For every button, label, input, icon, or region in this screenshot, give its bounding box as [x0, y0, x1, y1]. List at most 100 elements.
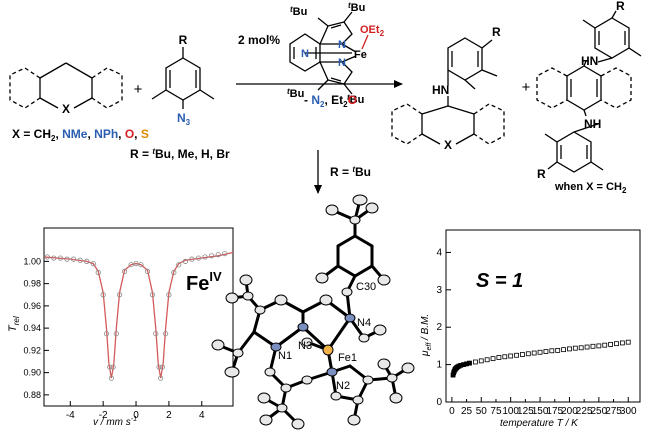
mossbauer-x-tick-label: -4	[66, 410, 75, 421]
mossbauer-data-point	[95, 269, 101, 276]
product2-hn-label: HN	[581, 54, 598, 68]
mossbauer-y-tick-label: 0.96	[23, 301, 41, 311]
mossbauer-data-point	[153, 331, 159, 337]
magnetism-x-minor-tick-label: 275	[605, 406, 622, 417]
catalyst-n-label-3: N	[301, 48, 309, 60]
azide-r-label: R	[179, 33, 188, 47]
mossbauer-data-point	[70, 256, 77, 262]
magnetism-x-minor-tick-label: 175	[546, 406, 563, 417]
magnetism-data-point	[602, 342, 608, 348]
mossbauer-data-point	[117, 292, 123, 298]
azide-n3-label: N3	[177, 111, 191, 127]
substrate-x-item: S	[141, 127, 149, 141]
magnetism-data-point	[478, 358, 484, 364]
mossbauer-data-point	[144, 268, 151, 274]
plus-sign-1: +	[134, 81, 143, 98]
catalyst-tbu-3: tBu	[287, 87, 304, 100]
magnetism-data-point	[555, 347, 561, 353]
mossbauer-data-point	[110, 364, 116, 370]
catalyst-labels: tBu tBu tBu tBu N N N Fe OEt2	[287, 1, 385, 106]
mossbauer-x-tick-label: 4	[199, 410, 205, 421]
magnetism-data-point	[508, 353, 514, 359]
magnetism-data-point	[572, 345, 578, 351]
substrate-x-item: ,	[134, 127, 141, 141]
aryl-azide-structure	[151, 47, 215, 109]
mossbauer-y-tick-label: 0.98	[23, 279, 41, 289]
mossbauer-data-point	[108, 375, 114, 381]
substrate-x-item: ,	[55, 127, 62, 141]
mossbauer-data-point	[44, 254, 50, 260]
mossbauer-y-label: Trel	[7, 316, 21, 332]
magnetism-x-tick-label: 100	[502, 406, 519, 417]
magnetism-y-tick-label: 1	[436, 360, 442, 371]
product1-x-label: X	[444, 138, 452, 152]
magnetism-x-minor-tick-label: 25	[461, 406, 473, 417]
magnetism-data-point	[520, 352, 525, 357]
magnetism-data-point	[467, 360, 472, 366]
mossbauer-y-tick-label: 0.92	[23, 345, 41, 355]
mossbauer-data-point	[121, 268, 128, 274]
mossbauer-data-point	[51, 255, 57, 261]
magnetism-plot-frame	[445, 229, 641, 403]
atom-label-c30: C30	[356, 281, 376, 293]
mossbauer-data-point	[138, 262, 144, 268]
product-amine-structure	[391, 37, 505, 145]
magnetism-x-minor-tick-label: 125	[517, 406, 534, 417]
magnetism-data-point	[525, 351, 531, 357]
magnetism-data-point	[549, 348, 555, 354]
substrate-x-item: ,	[87, 127, 94, 141]
catalyst-loading: 2 mol%	[238, 33, 280, 47]
magnetism-x-tick-label: 0	[449, 406, 455, 417]
magnetism-data-point	[561, 347, 566, 353]
magnetism-data-point	[514, 352, 519, 358]
mossbauer-data-point	[156, 364, 162, 370]
atom-label-n3: N3	[298, 340, 312, 352]
catalyst-tbu-4: tBu	[347, 93, 364, 106]
mossbauer-data-point	[166, 292, 172, 298]
mossbauer-data-point	[149, 292, 156, 298]
mossbauer-data-point	[163, 331, 169, 337]
mossbauer-data-point	[171, 269, 177, 276]
magnetism-data-point	[502, 354, 508, 360]
substrate-x-label: X	[62, 102, 70, 116]
catalyst-tbu-2: tBu	[348, 1, 365, 14]
magnetism-x-tick-label: 250	[591, 406, 608, 417]
magnetism-x-tick-label: 150	[532, 406, 549, 417]
magnetism-data-point	[614, 341, 619, 347]
magnetism-data-point	[578, 345, 584, 351]
iron-catalyst-structure	[289, 11, 369, 95]
magnetism-data-point	[608, 342, 614, 347]
tbu-condition: R = tBu	[330, 165, 371, 179]
magnetism-x-label: temperature T / K	[500, 418, 579, 429]
magnetism-data-point	[543, 349, 549, 354]
product1-hn-label: HN	[432, 83, 449, 97]
atom-label-n1: N1	[278, 350, 292, 362]
magnetism-data-point	[584, 344, 590, 350]
magnetism-data-point	[484, 357, 490, 363]
mossbauer-data-point	[182, 258, 188, 264]
mossbauer-data-point	[176, 262, 182, 268]
mossbauer-y-tick-label: 0.88	[23, 390, 41, 400]
mossbauer-x-tick-label: 2	[166, 410, 172, 421]
magnetism-data-point	[590, 343, 596, 349]
when-ch2-caption: when X = CH2	[554, 181, 627, 195]
byproducts-label: - N2, Et2O	[304, 93, 357, 109]
mossbauer-data-point	[103, 331, 110, 337]
catalyst-tbu-1: tBu	[290, 5, 307, 18]
magnetism-x-tick-label: 50	[476, 406, 488, 417]
mossbauer-data-point	[159, 364, 165, 370]
magnetism-y-tick-label: 0	[436, 397, 442, 408]
mossbauer-data-point	[195, 255, 202, 261]
magnetism-data-point	[596, 343, 602, 349]
crystal-structure: C30 N4 N3 N1 Fe1 N2	[211, 194, 415, 430]
substrate-x-item: NMe	[62, 127, 88, 141]
mossbauer-data-point	[128, 262, 134, 268]
mossbauer-data-point	[222, 250, 228, 257]
mossbauer-data-point	[84, 258, 90, 264]
plus-sign-2: +	[522, 79, 531, 96]
mossbauer-data-point	[100, 292, 106, 298]
magnetism-y-label: μeff / B.M.	[420, 314, 433, 357]
magnetism-data-point	[625, 339, 631, 345]
